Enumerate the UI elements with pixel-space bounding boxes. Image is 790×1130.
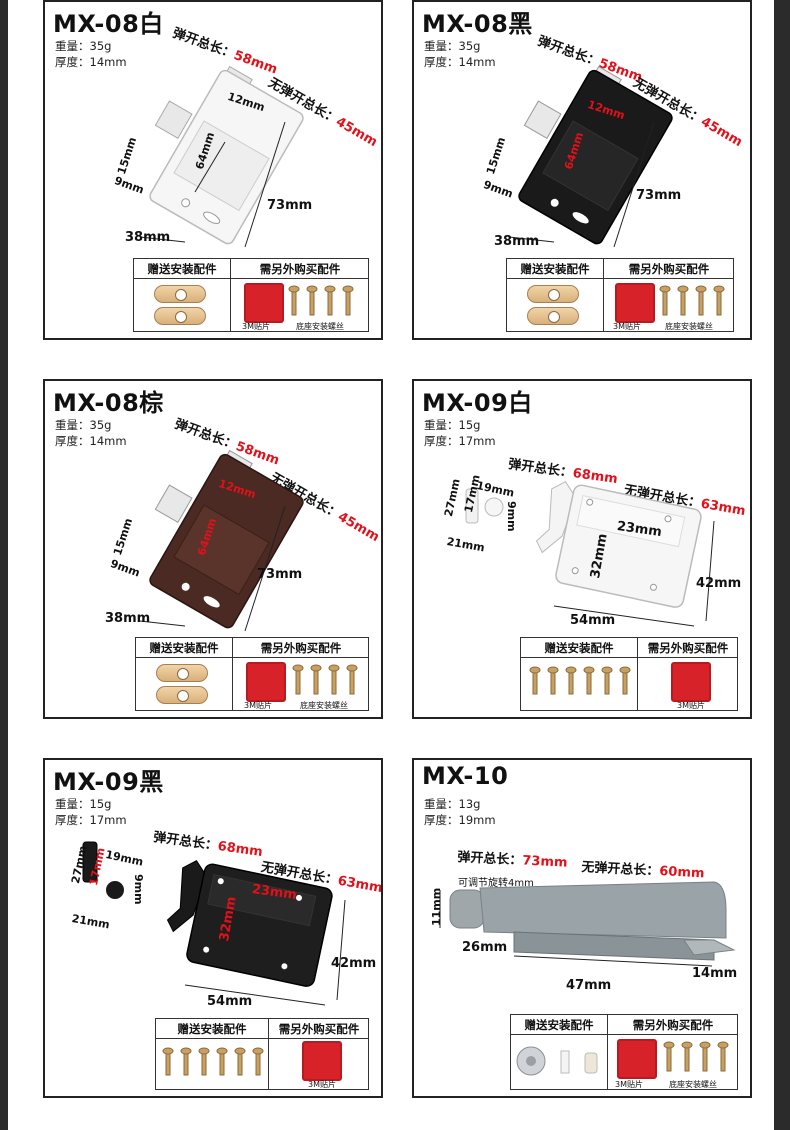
dim-73mm: 73mm: [636, 188, 682, 203]
mount-plate: [154, 307, 206, 325]
dim-11mm: 11mm: [430, 887, 443, 926]
product-card-mx08-white: MX-08白 重量：35g 厚度：14mm 弹开总长：58mm 无弹开总长：45…: [43, 0, 383, 340]
thickness-spec: 厚度：14mm: [55, 434, 127, 448]
latch-illustration: [465, 481, 715, 627]
screw-caption: 底座安装螺丝: [669, 1080, 717, 1089]
screw-caption: 底座安装螺丝: [296, 322, 344, 331]
pad-caption: 3M贴片: [242, 322, 270, 331]
model-title: MX-09黑: [53, 768, 164, 796]
mount-plate: [154, 285, 206, 303]
dim-26mm: 26mm: [462, 940, 508, 955]
3m-pad: [246, 662, 286, 702]
dim-73mm: 73mm: [267, 198, 313, 213]
latch-illustration: [139, 449, 304, 632]
latch-illustration: [82, 841, 346, 1006]
dim-38mm: 38mm: [105, 611, 151, 626]
thickness-spec: 厚度：17mm: [55, 813, 127, 827]
buy-accessories-head: 需另外购买配件: [231, 259, 369, 279]
accessory-box: 赠送安装配件 需另外购买配件 3M贴片 底座安装螺丝: [510, 1014, 738, 1090]
weight-spec: 重量：13g: [424, 797, 481, 811]
dim-54mm: 54mm: [207, 994, 253, 1009]
buy-accessories-head: 需另外购买配件: [638, 638, 738, 658]
product-card-mx09-white: MX-09白 重量：15g 厚度：17mm 弹开总长：68mm 无弹开总长：63…: [412, 379, 752, 719]
3m-pad: [615, 283, 655, 323]
mount-plate: [156, 664, 208, 682]
3m-pad: [302, 1041, 342, 1081]
accessory-box: 赠送安装配件 需另外购买配件 3M贴片 底座安装螺丝: [133, 258, 369, 332]
screws-icon: [663, 1041, 729, 1072]
free-accessories-head: 赠送安装配件: [136, 638, 232, 658]
dim-38mm: 38mm: [125, 230, 171, 245]
free-accessories-head: 赠送安装配件: [134, 259, 230, 279]
mount-plate: [527, 307, 579, 325]
latch-illustration: [439, 881, 736, 967]
pad-caption: 3M贴片: [615, 1080, 643, 1089]
dim-42mm: 42mm: [696, 576, 742, 591]
dim-14mm: 14mm: [692, 966, 738, 981]
free-accessories-head: 赠送安装配件: [521, 638, 637, 658]
dim-42mm: 42mm: [331, 956, 377, 971]
dim-9mm: 9mm: [132, 874, 145, 905]
product-card-mx09-black: MX-09黑 重量：15g 厚度：17mm 弹开总长：68mm 无弹开总长：63…: [43, 758, 383, 1098]
dim-47mm: 47mm: [566, 978, 612, 993]
model-title: MX-09白: [422, 389, 533, 417]
accessory-box: 赠送安装配件 需另外购买配件 3M贴片 底座安装螺丝: [506, 258, 734, 332]
model-title: MX-08白: [53, 10, 164, 38]
product-card-mx10: MX-10 重量：13g 厚度：19mm 弹开总长：73mm 无弹开总长：60m…: [412, 758, 752, 1098]
3m-pad: [244, 283, 284, 323]
buy-accessories-head: 需另外购买配件: [604, 259, 734, 279]
mount-plate: [527, 285, 579, 303]
pad-caption: 3M贴片: [613, 322, 641, 331]
screw-caption: 底座安装螺丝: [665, 322, 713, 331]
thickness-spec: 厚度：17mm: [424, 434, 496, 448]
pad-caption: 3M贴片: [308, 1080, 336, 1089]
free-accessories-head: 赠送安装配件: [511, 1015, 607, 1035]
latch-illustration: [139, 65, 304, 248]
thickness-spec: 厚度：14mm: [424, 55, 496, 69]
screws-icon: [288, 285, 354, 316]
buy-accessories-head: 需另外购买配件: [608, 1015, 738, 1035]
free-accessories-head: 赠送安装配件: [507, 259, 603, 279]
thickness-spec: 厚度：19mm: [424, 813, 496, 827]
dim-9mm: 9mm: [505, 501, 518, 532]
pad-caption: 3M贴片: [244, 701, 272, 710]
mount-plate: [156, 686, 208, 704]
weight-spec: 重量：35g: [424, 39, 481, 53]
accessory-box: 赠送安装配件 需另外购买配件 3M贴片: [155, 1018, 369, 1090]
adjust-note: 可调节旋转4mm: [458, 878, 534, 889]
product-card-mx08-black: MX-08黑 重量：35g 厚度：14mm 弹开总长：58mm 无弹开总长：45…: [412, 0, 752, 340]
model-title: MX-08棕: [53, 389, 164, 417]
screws-icon: [162, 1047, 264, 1076]
screws-icon: [529, 666, 631, 695]
latch-illustration: [508, 65, 673, 248]
weight-spec: 重量：15g: [424, 418, 481, 432]
accessory-box: 赠送安装配件 需另外购买配件 3M贴片 底座安装螺丝: [135, 637, 369, 711]
model-title: MX-08黑: [422, 10, 533, 38]
screw-caption: 底座安装螺丝: [300, 701, 348, 710]
free-accessories-head: 赠送安装配件: [156, 1019, 268, 1039]
dim-54mm: 54mm: [570, 613, 616, 628]
screws-icon: [292, 664, 358, 695]
3m-pad: [617, 1039, 657, 1079]
free-parts-icon: [516, 1046, 598, 1076]
buy-accessories-head: 需另外购买配件: [269, 1019, 369, 1039]
weight-spec: 重量：35g: [55, 39, 112, 53]
screws-icon: [659, 285, 725, 316]
dim-73mm: 73mm: [257, 567, 303, 582]
product-card-mx08-brown: MX-08棕 重量：35g 厚度：14mm 弹开总长：58mm 无弹开总长：45…: [43, 379, 383, 719]
accessory-box: 赠送安装配件 需另外购买配件 3M贴片: [520, 637, 738, 711]
thickness-spec: 厚度：14mm: [55, 55, 127, 69]
model-title: MX-10: [422, 762, 509, 790]
dim-38mm: 38mm: [494, 234, 540, 249]
3m-pad: [671, 662, 711, 702]
weight-spec: 重量：35g: [55, 418, 112, 432]
weight-spec: 重量：15g: [55, 797, 112, 811]
pad-caption: 3M贴片: [677, 701, 705, 710]
buy-accessories-head: 需另外购买配件: [233, 638, 369, 658]
